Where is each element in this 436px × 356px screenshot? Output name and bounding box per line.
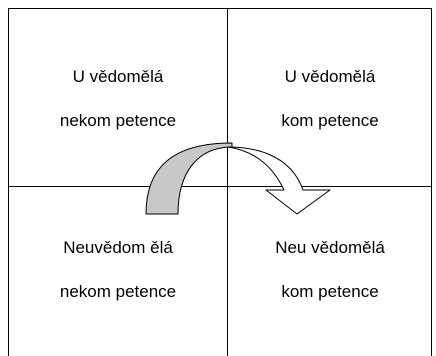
arrow-shaft-right	[227, 146, 331, 215]
quadrant-top-right-line1: U vědomělá	[284, 67, 376, 86]
quadrant-top-left-line1: U vědomělá	[72, 67, 164, 86]
quadrant-bottom-right-line1: Neu vědomělá	[275, 238, 385, 257]
quadrant-bottom-right: Neu vědomělá kom petence	[230, 226, 430, 314]
quadrant-top-right: U vědomělá kom petence	[230, 55, 430, 143]
quadrant-top-left-line2: nekom petence	[59, 111, 177, 130]
quadrant-bottom-right-line2: kom petence	[281, 282, 379, 301]
arrow-shaft-left	[145, 142, 233, 215]
quadrant-top-left: U vědomělá nekom petence	[18, 55, 218, 143]
quadrant-bottom-left-line2: nekom petence	[59, 282, 177, 301]
quadrant-bottom-left: Neuvědom ělá nekom petence	[18, 226, 218, 314]
quadrant-bottom-left-line1: Neuvědom ělá	[63, 238, 173, 257]
quadrant-top-right-line2: kom petence	[281, 111, 379, 130]
